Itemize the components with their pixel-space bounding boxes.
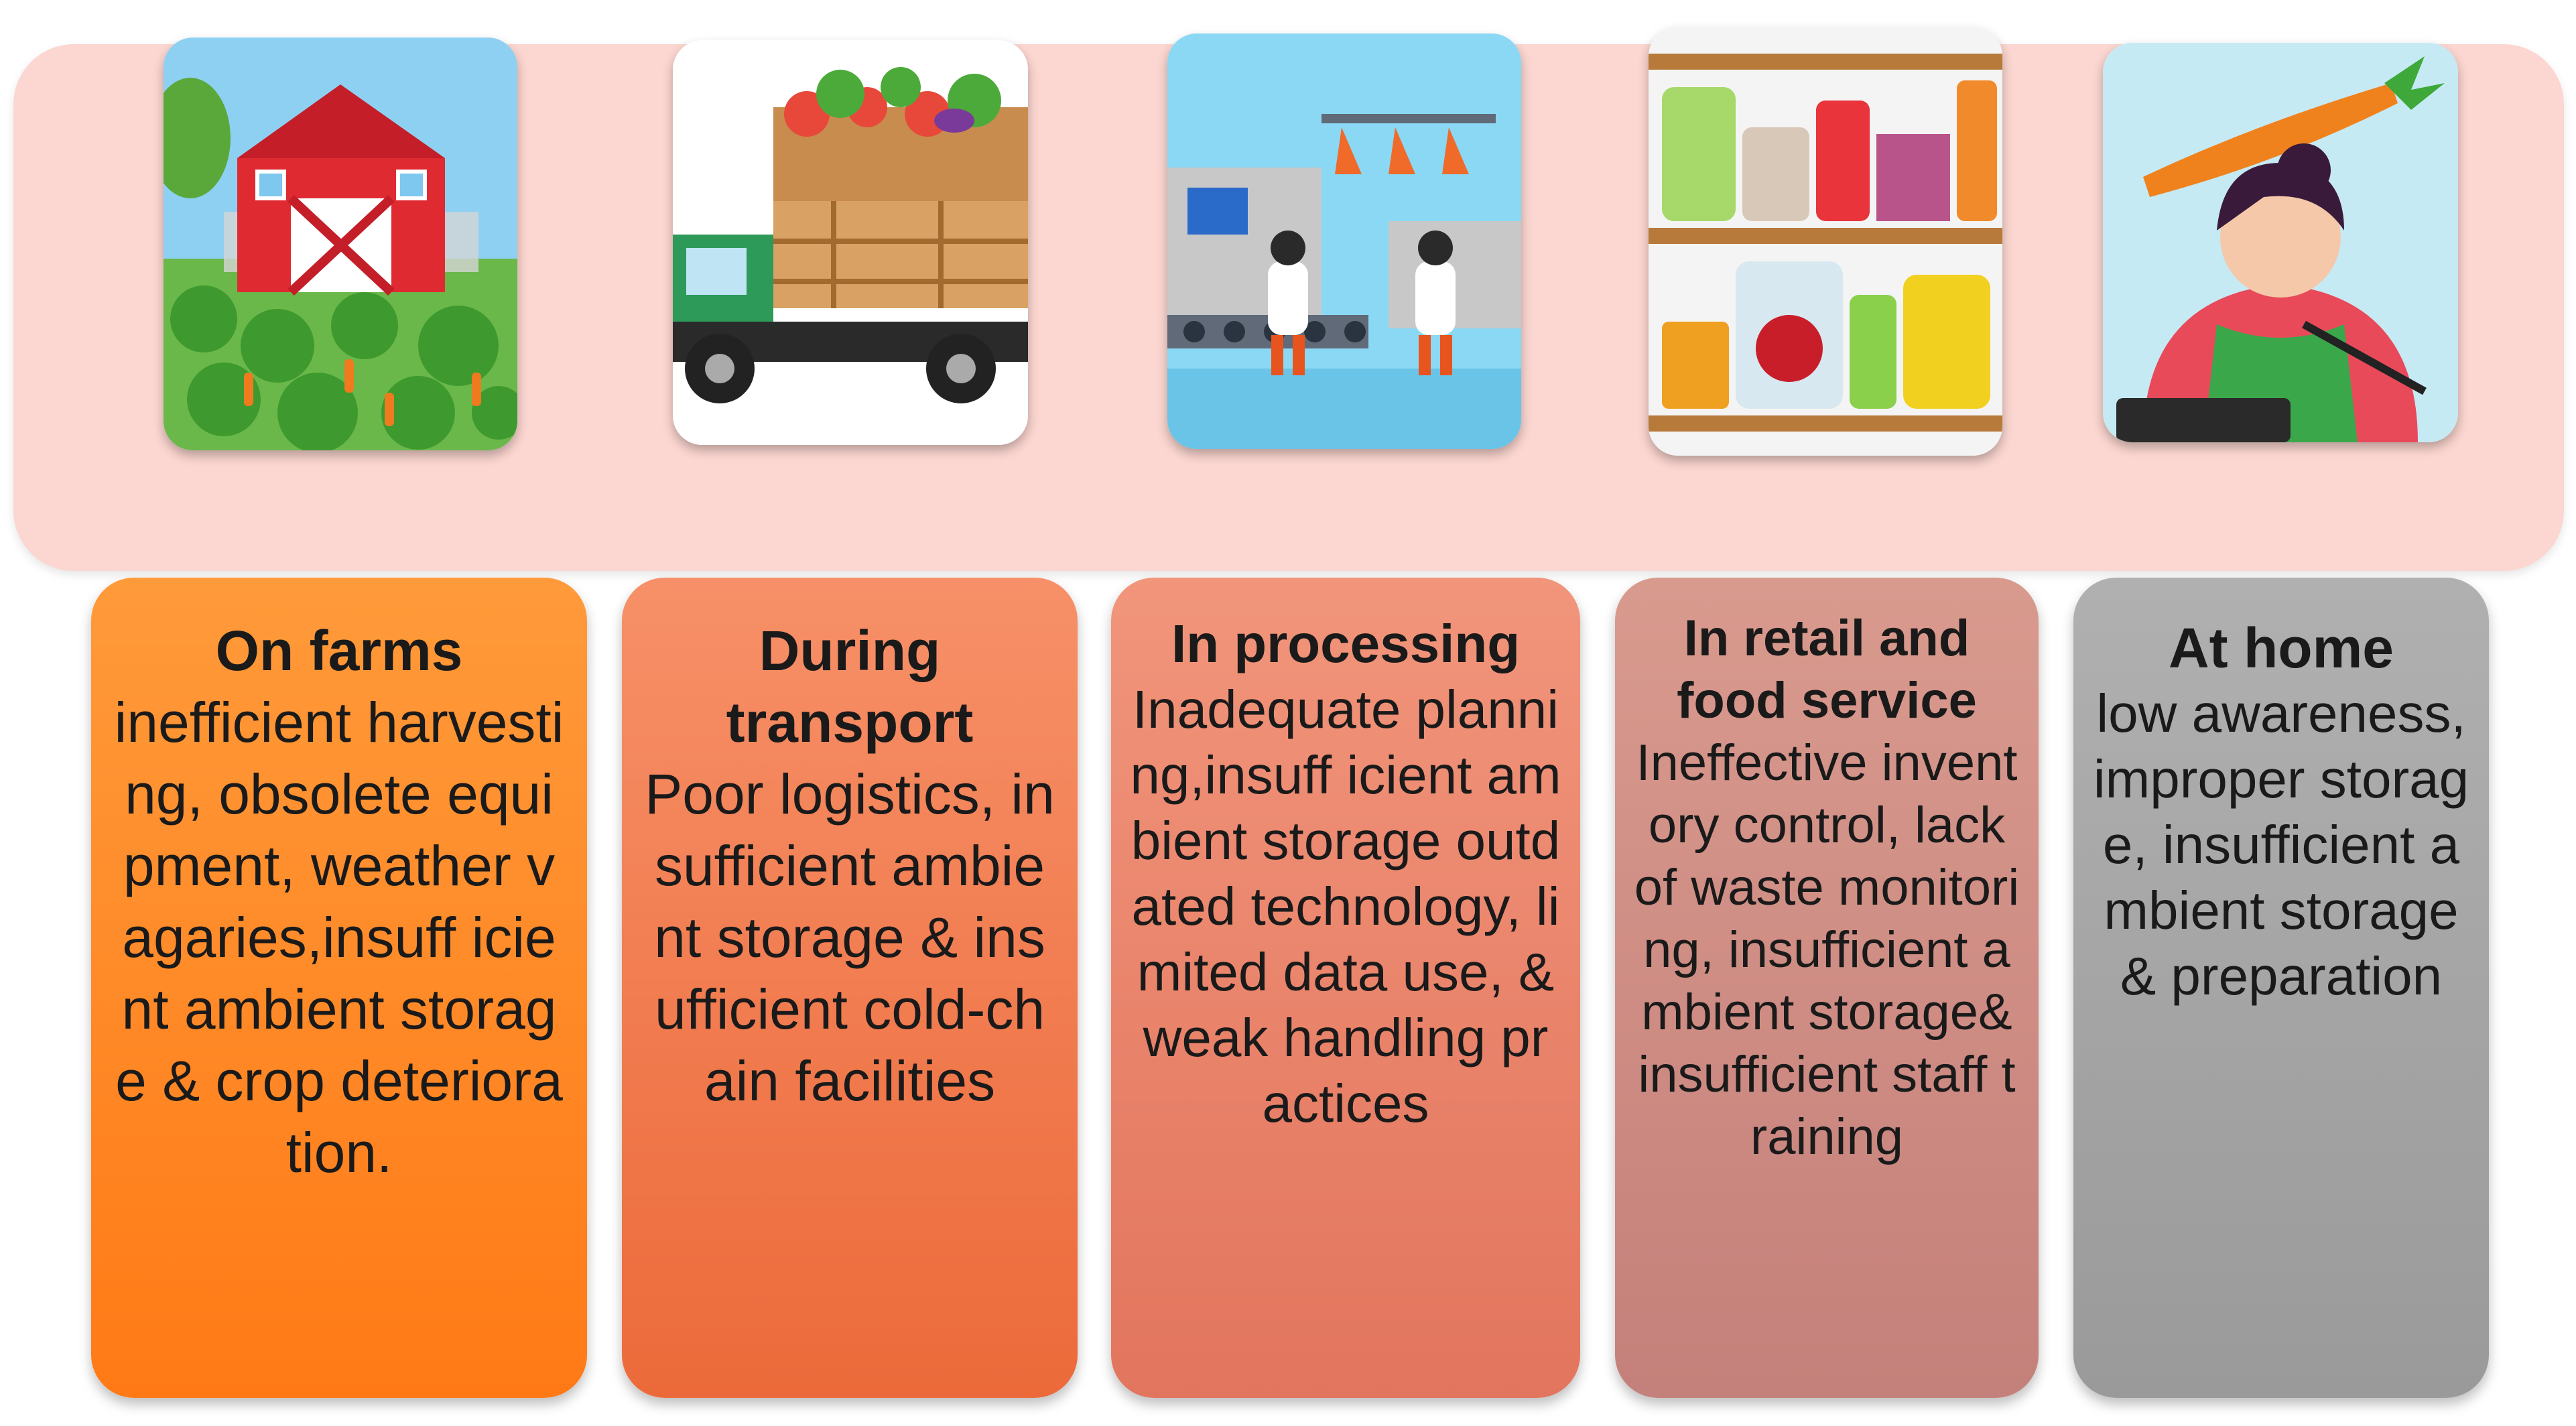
stage-card-during-transport: During transport Poor logistics, insuffi… <box>622 578 1078 1398</box>
stage-description: low awareness, improper storage, insuffi… <box>2093 684 2469 1006</box>
farm-barn-icon <box>164 38 517 450</box>
home-cook-icon <box>2103 43 2458 442</box>
stage-description: Poor logistics, insufficient ambient sto… <box>645 763 1055 1112</box>
stage-title: On farms <box>215 619 463 682</box>
truck-icon <box>673 40 1028 445</box>
stage-description: inefficient harvesting, obsolete equipme… <box>114 691 564 1184</box>
stage-card-in-processing: In processing Inadequate planning,insuff… <box>1111 578 1580 1398</box>
pantry-shelf-icon <box>1649 27 2002 456</box>
stage-card-in-retail: In retail and food service Ineffective i… <box>1615 578 2039 1398</box>
stage-description: Ineffective inventory control, lack of w… <box>1634 734 2020 1165</box>
stage-card-at-home: At home low awareness, improper storage,… <box>2073 578 2489 1398</box>
stage-title: In retail and food service <box>1677 610 1977 729</box>
stage-title: During transport <box>726 619 974 754</box>
stage-title: At home <box>2169 617 2394 679</box>
stage-title: In processing <box>1171 614 1521 673</box>
factory-icon <box>1167 34 1521 449</box>
stage-description: Inadequate planning,insuff icient ambien… <box>1130 679 1561 1133</box>
stage-card-on-farms: On farms inefficient harvesting, obsolet… <box>91 578 587 1398</box>
